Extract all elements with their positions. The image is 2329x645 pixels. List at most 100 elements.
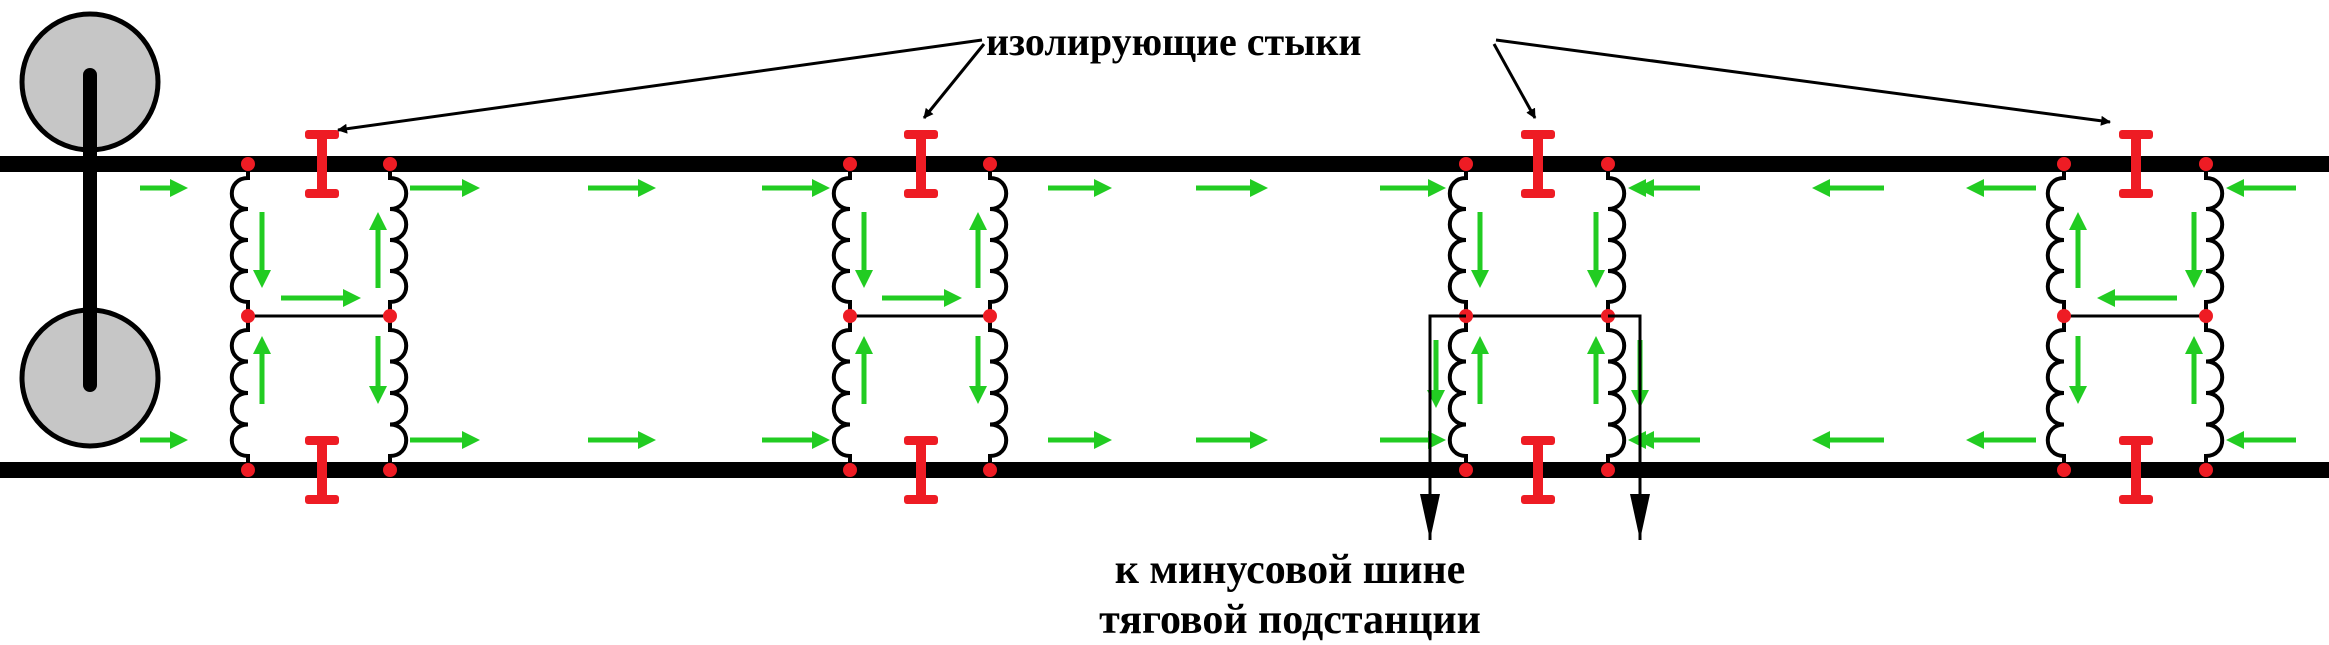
insulating-joint-bottom-1-web	[317, 438, 327, 502]
choke-unit-2-node-1	[843, 157, 857, 171]
choke-unit-2-node-3	[843, 309, 857, 323]
feeder-wires	[1420, 314, 1650, 540]
choke-unit-4-node-3	[2057, 309, 2071, 323]
current-arrows	[140, 179, 2296, 449]
choke-unit-2-node-5	[843, 463, 857, 477]
rail-top	[0, 156, 2329, 172]
choke-unit-2-coil-left-lower	[832, 316, 852, 470]
insulating-joint-top-3-flange-bottom	[1521, 189, 1555, 198]
insulating-joint-top-2	[904, 130, 938, 198]
rail-bottom	[0, 462, 2329, 478]
rail-arrow-top-right-6-head	[1250, 179, 1268, 197]
choke-unit-2-coil-right-upper	[988, 164, 1008, 316]
choke-unit-3-coil-right-upper	[1606, 164, 1626, 316]
rail-arrow-top-right-2-head	[462, 179, 480, 197]
unit-1-arrow-left-lower-head	[253, 336, 271, 354]
choke-unit-4	[2046, 130, 2224, 504]
rail-arrow-top-left-4-head	[2226, 179, 2244, 197]
rail-arrow-bottom-right-6-head	[1250, 431, 1268, 449]
rail-arrow-bottom-left-3-head	[1966, 431, 1984, 449]
insulating-joint-bottom-3-flange-bottom	[1521, 495, 1555, 504]
choke-unit-1	[230, 130, 409, 504]
choke-unit-2-node-2	[983, 157, 997, 171]
choke-unit-4-node-1	[2057, 157, 2071, 171]
unit-2-arrow-mid-head	[944, 289, 962, 307]
feeder-arrow-right-head	[1630, 494, 1650, 540]
rail-arrow-top-right-3-head	[638, 179, 656, 197]
choke-unit-1-coil-left-upper	[230, 164, 250, 316]
pointer-arrow-3	[1492, 43, 1537, 119]
insulating-joint-bottom-4	[2119, 436, 2153, 504]
joint-pointer-arrows	[337, 38, 2111, 134]
negative-bus-label: к минусовой шине тяговой подстанции	[1050, 545, 1530, 645]
choke-unit-1-coil-left-lower	[230, 316, 250, 470]
choke-unit-4-node-2	[2199, 157, 2213, 171]
unit-3-arrow-left-lower-head	[1471, 336, 1489, 354]
rail-arrow-bottom-right-4-head	[812, 431, 830, 449]
choke-unit-3-node-1	[1459, 157, 1473, 171]
choke-unit-4-coil-left-upper	[2046, 164, 2066, 316]
rail-arrow-bottom-right-1-head	[170, 431, 188, 449]
rail-arrow-bottom-left-2-head	[1812, 431, 1830, 449]
choke-unit-4-coil-right-upper	[2204, 164, 2224, 316]
insulating-joint-bottom-1	[305, 436, 339, 504]
unit-2-arrow-left-upper-head	[855, 270, 873, 288]
choke-unit-1-coil-right-upper	[388, 164, 409, 316]
rail-arrow-top-right-1-head	[170, 179, 188, 197]
unit-2-arrow-right-lower-head	[969, 386, 987, 404]
unit-2-arrow-right-upper-head	[969, 212, 987, 230]
choke-unit-1-coil-right-lower	[388, 316, 409, 470]
unit-1-arrow-right-lower-head	[369, 386, 387, 404]
pointer-arrow-4	[1495, 38, 2111, 126]
insulating-joint-bottom-3	[1521, 436, 1555, 504]
choke-unit-4-node-4	[2199, 309, 2213, 323]
unit-4-arrow-right-upper-head	[2185, 270, 2203, 288]
unit-3-arrow-left-upper-head	[1471, 270, 1489, 288]
unit-4-arrow-left-upper-head	[2069, 212, 2087, 230]
rail-arrow-top-right-4-head	[812, 179, 830, 197]
unit-3-arrow-right-lower-head	[1587, 336, 1605, 354]
unit-4-arrow-right-lower-head	[2185, 336, 2203, 354]
rail-arrow-top-left-3-head	[1966, 179, 1984, 197]
unit-2-arrow-left-lower-head	[855, 336, 873, 354]
unit-1-arrow-mid-head	[343, 289, 361, 307]
insulating-joint-top-4-flange-bottom	[2119, 189, 2153, 198]
rail-arrow-top-right-5-head	[1094, 179, 1112, 197]
choke-unit-1-node-3	[241, 309, 255, 323]
unit-1-arrow-left-upper-head	[253, 270, 271, 288]
insulating-joint-top-2-flange-bottom	[904, 189, 938, 198]
insulating-joint-bottom-2-web	[916, 438, 926, 502]
unit-3-arrow-right-upper-head	[1587, 270, 1605, 288]
insulating-joint-top-4	[2119, 130, 2153, 198]
insulating-joint-top-1-web	[317, 132, 327, 196]
choke-unit-4-node-6	[2199, 463, 2213, 477]
choke-unit-1-node-4	[383, 309, 397, 323]
insulating-joint-bottom-4-flange-bottom	[2119, 495, 2153, 504]
pointer-arrow-2	[922, 43, 986, 119]
rail-arrow-bottom-right-2-head	[462, 431, 480, 449]
negative-bus-label-line1: к минусовой шине	[1114, 547, 1466, 593]
choke-unit-2-coil-left-upper	[832, 164, 852, 316]
choke-unit-3-coil-left-lower	[1448, 316, 1468, 470]
feeder-arrow-left-head	[1420, 494, 1440, 540]
insulating-joint-top-3	[1521, 130, 1555, 198]
choke-unit-1-node-2	[383, 157, 397, 171]
choke-unit-1-node-5	[241, 463, 255, 477]
insulating-joint-top-2-web	[916, 132, 926, 196]
rail-arrow-bottom-right-5-head	[1094, 431, 1112, 449]
choke-transformer-units	[230, 130, 2224, 504]
choke-unit-3-coil-left-upper	[1448, 164, 1468, 316]
insulating-joint-top-1-flange-bottom	[305, 189, 339, 198]
wheelset	[19, 11, 161, 449]
choke-unit-1-node-1	[241, 157, 255, 171]
choke-unit-2-node-4	[983, 309, 997, 323]
choke-unit-3	[1448, 130, 1626, 504]
insulating-joint-bottom-1-flange-bottom	[305, 495, 339, 504]
rail-arrow-top-left-1-head	[1636, 179, 1654, 197]
unit-4-arrow-left-lower-head	[2069, 386, 2087, 404]
insulating-joint-bottom-3-web	[1533, 438, 1543, 502]
insulating-joint-top-3-web	[1533, 132, 1543, 196]
rail-arrow-top-left-2-head	[1812, 179, 1830, 197]
choke-unit-4-coil-right-lower	[2204, 316, 2224, 470]
